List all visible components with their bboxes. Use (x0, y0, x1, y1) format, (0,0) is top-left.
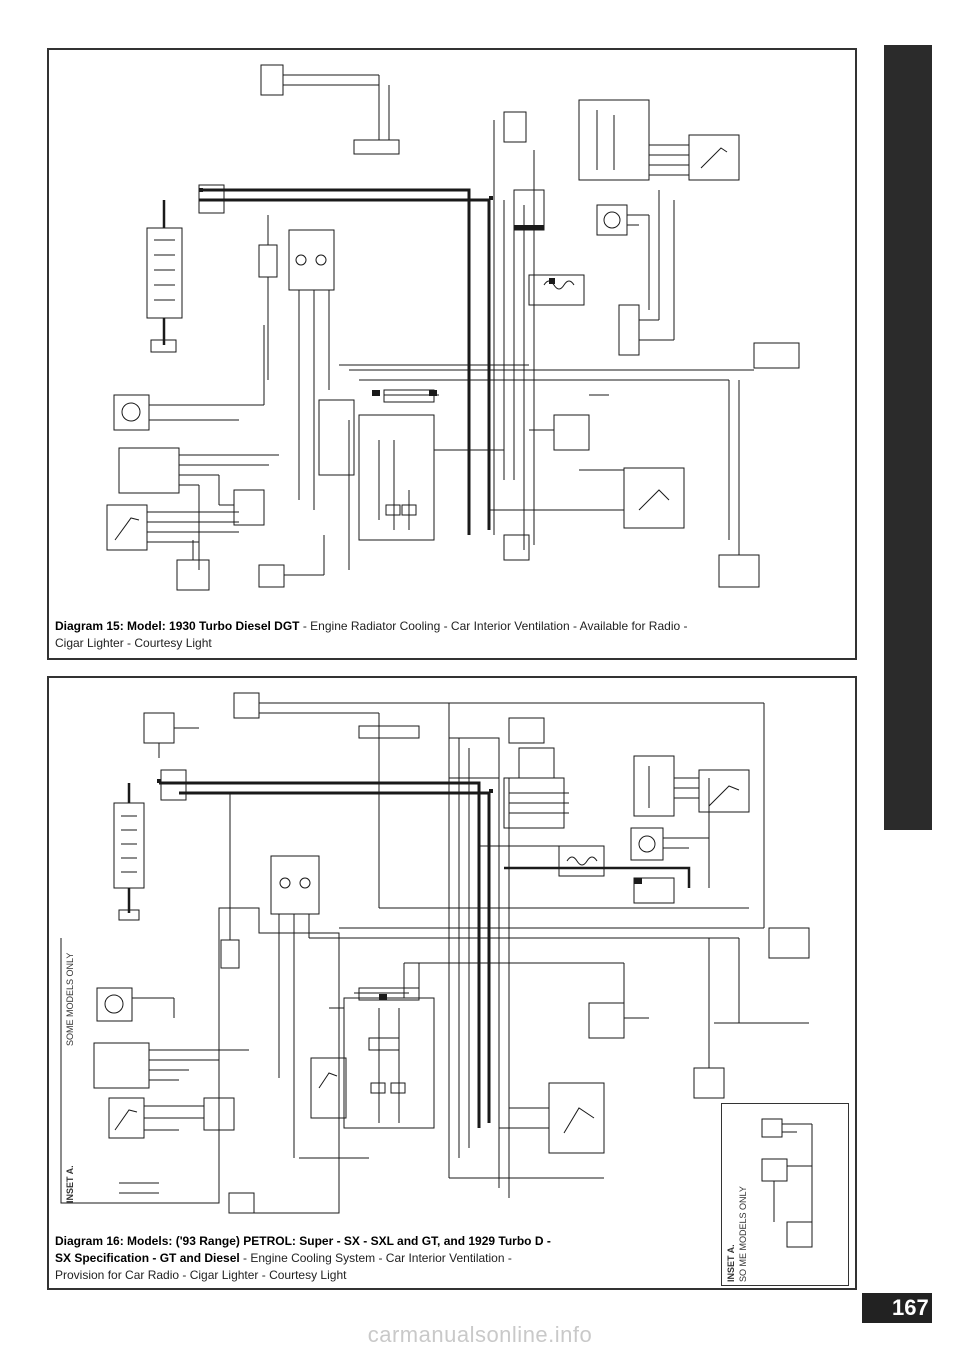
watermark: carmanualsonline.info (367, 1322, 593, 1347)
inset-a-box-label: INSET A. (726, 1244, 736, 1282)
inset-a-title: INSET A. (65, 1165, 75, 1203)
inset-a-box-title: INSET A. (726, 1244, 736, 1282)
page-number: 167 (892, 1295, 929, 1320)
inset-a-note: SOME MODELS ONLY (65, 953, 75, 1046)
diagram-16-wiring (60, 692, 810, 1214)
chapter-side-tab (884, 45, 932, 830)
diagram-16-title-line2: SX Specification - GT and Diesel (55, 1251, 240, 1265)
diagram-16-subtitle-line2: Provision for Car Radio - Cigar Lighter … (55, 1268, 347, 1282)
inset-a-box-note-text: SO ME MODELS ONLY (738, 1186, 748, 1282)
diagram-16-subtitle: - Engine Cooling System - Car Interior V… (239, 1251, 512, 1265)
diagram-15-panel: Diagram 15: Model: 1930 Turbo Diesel DGT… (47, 48, 857, 660)
inset-a-label: INSET A. (65, 1165, 75, 1203)
diagram-16-caption: Diagram 16: Models: ('93 Range) PETROL: … (55, 1233, 715, 1284)
inset-a-wiring (761, 1118, 813, 1248)
diagram-15-subtitle-line2: Cigar Lighter - Courtesy Light (55, 636, 212, 650)
inset-a-box: INSET A. SO ME MODELS ONLY (721, 1103, 849, 1286)
page-number-box (862, 1293, 932, 1323)
diagram-16-panel: INSET A. SOME MODELS ONLY INSET A. SO ME… (47, 676, 857, 1290)
diagram-15-wiring (106, 64, 800, 591)
inset-a-box-note: SO ME MODELS ONLY (738, 1186, 748, 1282)
diagram-15-title: Diagram 15: Model: 1930 Turbo Diesel DGT (55, 619, 300, 633)
diagram-15-subtitle: - Engine Radiator Cooling - Car Interior… (299, 619, 688, 633)
diagram-16-title: Diagram 16: Models: ('93 Range) PETROL: … (55, 1234, 551, 1248)
diagram-15-caption: Diagram 15: Model: 1930 Turbo Diesel DGT… (55, 618, 845, 652)
inset-a-note-text: SOME MODELS ONLY (65, 952, 75, 1046)
